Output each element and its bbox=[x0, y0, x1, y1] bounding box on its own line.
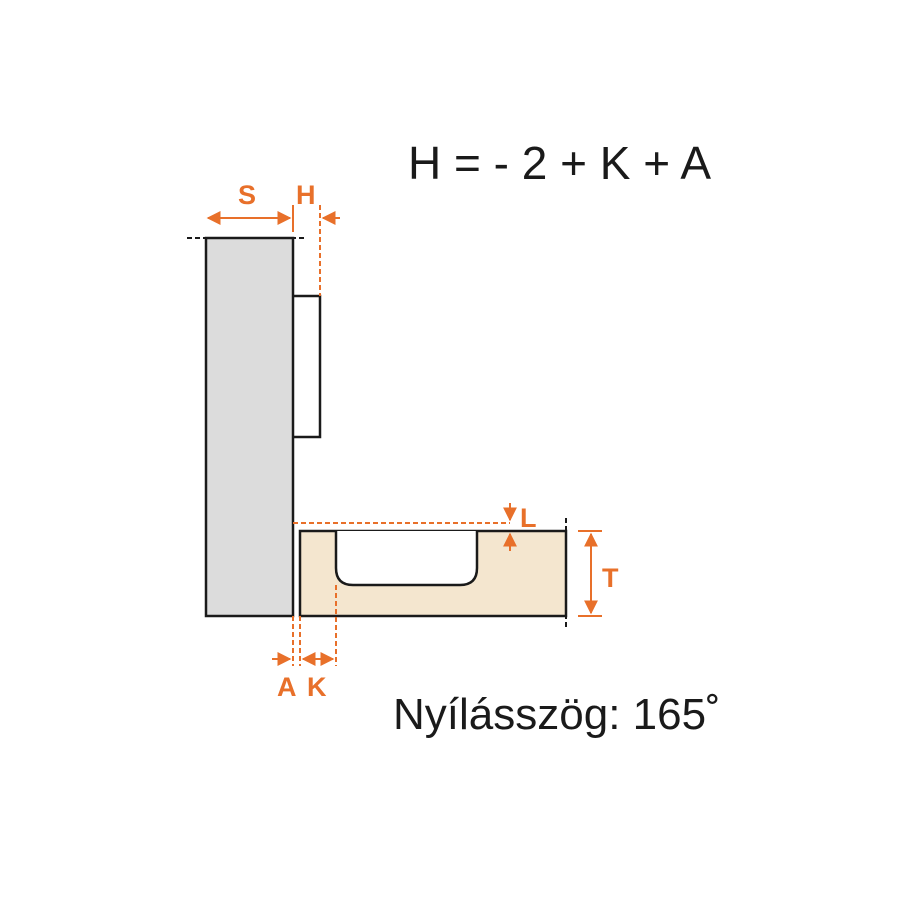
opening-angle-text: Nyílásszög: 165˚ bbox=[393, 690, 721, 739]
hinge-cup bbox=[334, 531, 479, 587]
label-a: A bbox=[277, 672, 297, 702]
label-t: T bbox=[602, 563, 619, 593]
formula-text: H = - 2 + K + A bbox=[408, 137, 711, 189]
label-h: H bbox=[296, 180, 316, 210]
side-panel bbox=[204, 236, 295, 618]
label-s: S bbox=[238, 180, 256, 210]
label-k: K bbox=[307, 672, 327, 702]
label-l: L bbox=[520, 503, 537, 533]
mounting-plate bbox=[293, 294, 322, 439]
